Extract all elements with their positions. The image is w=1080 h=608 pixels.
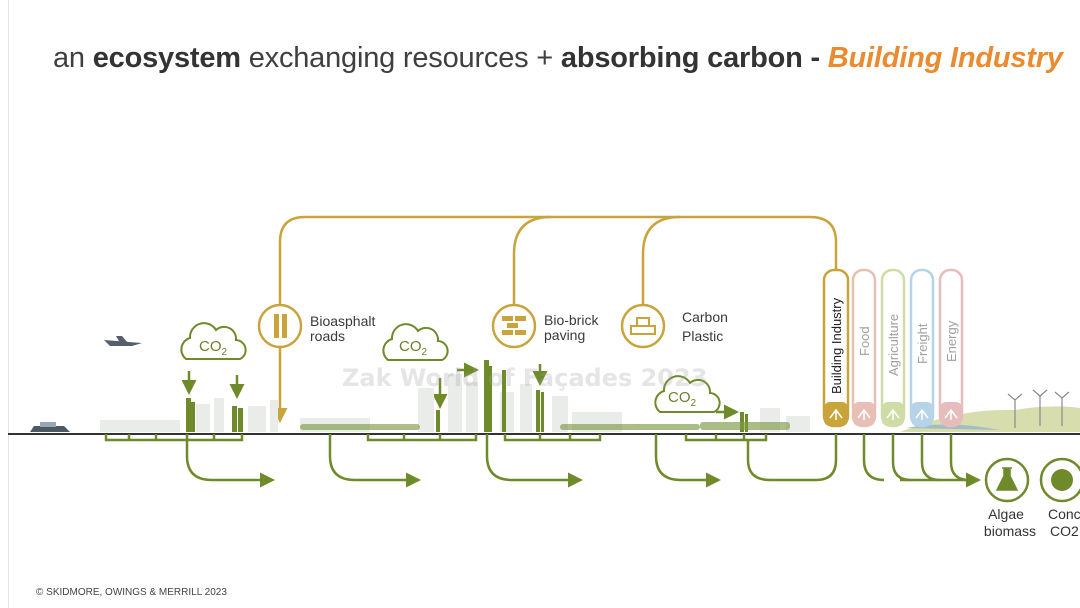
- title-building-industry: Building Industry: [827, 42, 1063, 74]
- industry-node-icon: [944, 408, 958, 420]
- industry-building-label: Building Industry: [829, 297, 844, 394]
- flow-sub-2: [366, 434, 478, 442]
- flow-main-3: [485, 434, 583, 488]
- wind-turbines: [1007, 389, 1070, 428]
- output-algae-line1: Algae: [988, 506, 1024, 522]
- co2-cloud-3: CO2: [654, 375, 721, 413]
- industry-node-icon: [857, 408, 871, 420]
- co2-cloud-3-label: CO2: [668, 389, 697, 409]
- wind-turbine-icon: [1032, 389, 1048, 426]
- co2-cloud-1-label: CO2: [199, 338, 228, 358]
- plastic-bars-icon-shapes: [630, 317, 656, 335]
- industry-agriculture-label: Agriculture: [886, 314, 901, 376]
- product-biobrick-line2: paving: [544, 327, 585, 343]
- flow-main-2: [328, 434, 421, 488]
- wind-turbine-icon: [1007, 393, 1023, 428]
- title-part-1: an: [53, 42, 93, 74]
- industry-node-icon: [829, 408, 843, 420]
- co2-cloud-2-label: CO2: [399, 338, 428, 358]
- skyline-trees: [300, 422, 790, 430]
- plastic-return-line: [641, 215, 681, 305]
- airplane-icon: [104, 336, 142, 346]
- product-carbon-plastic-line2: Plastic: [682, 328, 723, 344]
- product-carbon-plastic: Carbon Plastic: [620, 303, 728, 349]
- flow-main-4: [654, 434, 721, 488]
- output-conc-line1: Conc: [1048, 506, 1080, 522]
- biobrick-return-line: [512, 215, 552, 305]
- product-carbon-plastic-line1: Carbon: [682, 309, 728, 325]
- industry-pills: Building Industry Food Agriculture Freig…: [822, 268, 964, 428]
- road-column-icon: [257, 303, 303, 349]
- flow-food: [862, 434, 885, 482]
- slide-title: an ecosystem exchanging resources + abso…: [53, 42, 1063, 75]
- flow-freight: [920, 434, 941, 482]
- flow-main-1: [185, 434, 275, 488]
- title-dash: -: [802, 42, 828, 74]
- flow-agriculture: [891, 434, 912, 482]
- flask-icon-shape: [995, 467, 1019, 491]
- city-skyline: [100, 360, 810, 432]
- product-biobrick-line1: Bio-brick: [544, 312, 599, 328]
- road-column-icon-left: [274, 314, 279, 338]
- title-ecosystem: ecosystem: [92, 42, 241, 74]
- wind-turbine-icon: [1054, 391, 1070, 426]
- flow-energy: [949, 434, 970, 482]
- output-algae-biomass: Algae biomass: [984, 457, 1036, 539]
- industry-food: Food: [851, 268, 877, 428]
- industry-node-icon: [886, 408, 900, 420]
- slide-left-rule: [8, 0, 9, 608]
- co2-globe-icon-fill: [1051, 469, 1073, 491]
- ship-icon: [30, 422, 70, 432]
- co2-cloud-2: CO2: [382, 323, 449, 361]
- co2-absorption-arrows: [181, 362, 739, 420]
- output-algae-line2: biomass: [984, 523, 1036, 539]
- flow-sub-4: [684, 434, 768, 442]
- output-conc-co2: Conc CO2: [1039, 457, 1080, 539]
- flow-sub-3: [503, 434, 602, 442]
- flow-building-industry: [746, 434, 838, 482]
- flow-sub-1: [104, 434, 244, 442]
- industry-building: Building Industry: [822, 268, 850, 428]
- title-absorbing-carbon: absorbing carbon: [560, 42, 803, 74]
- cloud-icon: [382, 323, 449, 361]
- green-flow-network: [104, 434, 981, 488]
- industry-food-label: Food: [857, 326, 872, 356]
- output-conc-line2: CO2: [1050, 523, 1079, 539]
- product-bioasphalt-line1: Bioasphalt: [310, 313, 375, 329]
- gold-resource-network: [272, 215, 838, 423]
- industry-energy: Energy: [938, 268, 964, 428]
- cloud-icon: [180, 322, 247, 360]
- copyright-notice: © SKIDMORE, OWINGS & MERRILL 2023: [36, 587, 227, 598]
- industry-energy-label: Energy: [944, 320, 959, 362]
- top-return-line: [278, 215, 838, 322]
- industry-freight-label: Freight: [915, 323, 930, 364]
- product-biobrick: Bio-brick paving: [491, 303, 599, 349]
- watermark-text: Zak World of Façades 2023: [342, 364, 707, 392]
- road-column-icon-right: [282, 314, 287, 338]
- industry-node-icon: [915, 408, 929, 420]
- industry-freight: Freight: [909, 268, 935, 428]
- title-part-3: exchanging resources +: [240, 42, 561, 74]
- industry-agriculture: Agriculture: [880, 268, 906, 428]
- cloud-icon: [654, 375, 721, 413]
- brick-icon-bricks: [502, 316, 526, 335]
- skyline-green-buildings: [186, 360, 748, 432]
- product-bioasphalt: Bioasphalt roads: [257, 303, 375, 349]
- product-bioasphalt-line2: roads: [310, 328, 345, 344]
- co2-cloud-1: CO2: [180, 322, 247, 360]
